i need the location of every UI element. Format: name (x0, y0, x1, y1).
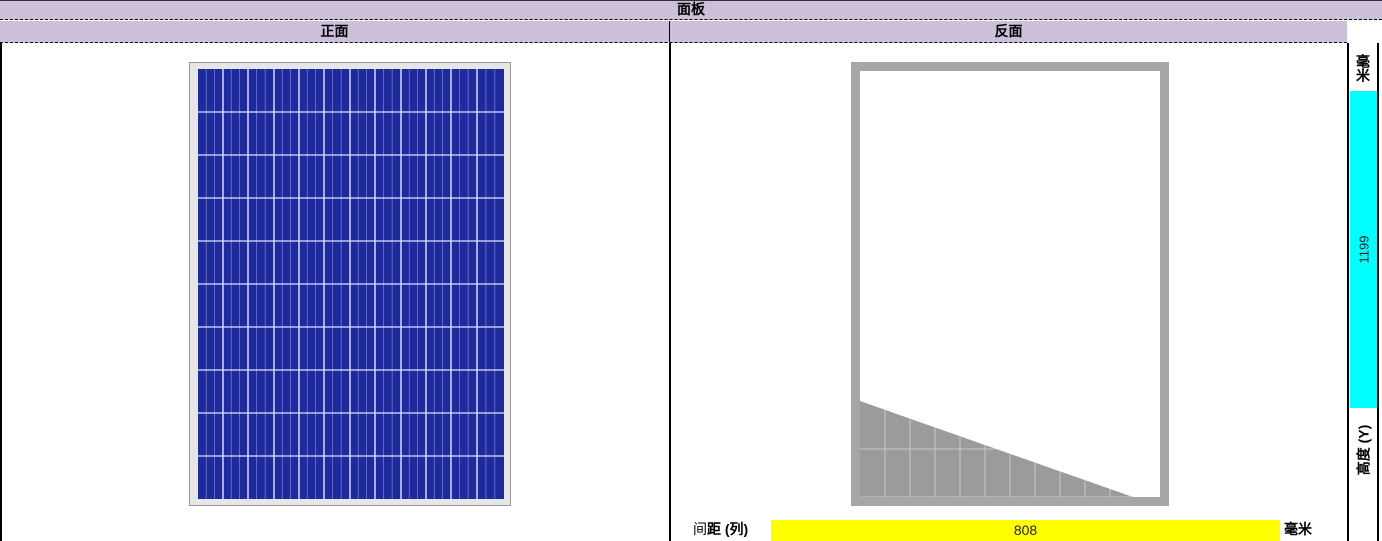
column-spacing-unit: 毫米 (1284, 521, 1312, 537)
height-label: 高度 (Y) (1349, 410, 1377, 490)
height-unit: 毫米 (1355, 54, 1371, 82)
height-input[interactable]: 1199 (1350, 91, 1377, 408)
back-view-header: 反面 (670, 21, 1347, 42)
table-border-right (1347, 43, 1349, 541)
solar-panel-back-area (860, 71, 1160, 497)
front-view-label: 正面 (320, 23, 349, 39)
view-header-row: 正面 反面 (0, 21, 1347, 43)
column-spacing-input[interactable]: 808 (771, 520, 1280, 541)
panel-header: 面板 (0, 0, 1382, 20)
solar-panel-front-image (189, 62, 511, 506)
column-spacing-label-text: 距 (列) (707, 521, 749, 537)
solar-panel-back-frame (851, 62, 1169, 506)
table-column-divider (669, 43, 671, 541)
table-border-left (0, 43, 2, 541)
back-view-label: 反面 (994, 23, 1023, 39)
height-value-text: 1199 (1356, 235, 1371, 264)
height-label-text: 高度 (Y) (1355, 424, 1371, 476)
table-border-outer (1377, 43, 1379, 541)
solar-cell-grid (198, 69, 504, 499)
column-spacing-label: 间距 (列) (693, 519, 748, 539)
back-shaded-region (860, 401, 1150, 497)
panel-title: 面板 (677, 1, 705, 17)
column-spacing-label-prefix: 间 (693, 521, 707, 537)
front-view-header: 正面 (0, 21, 670, 42)
